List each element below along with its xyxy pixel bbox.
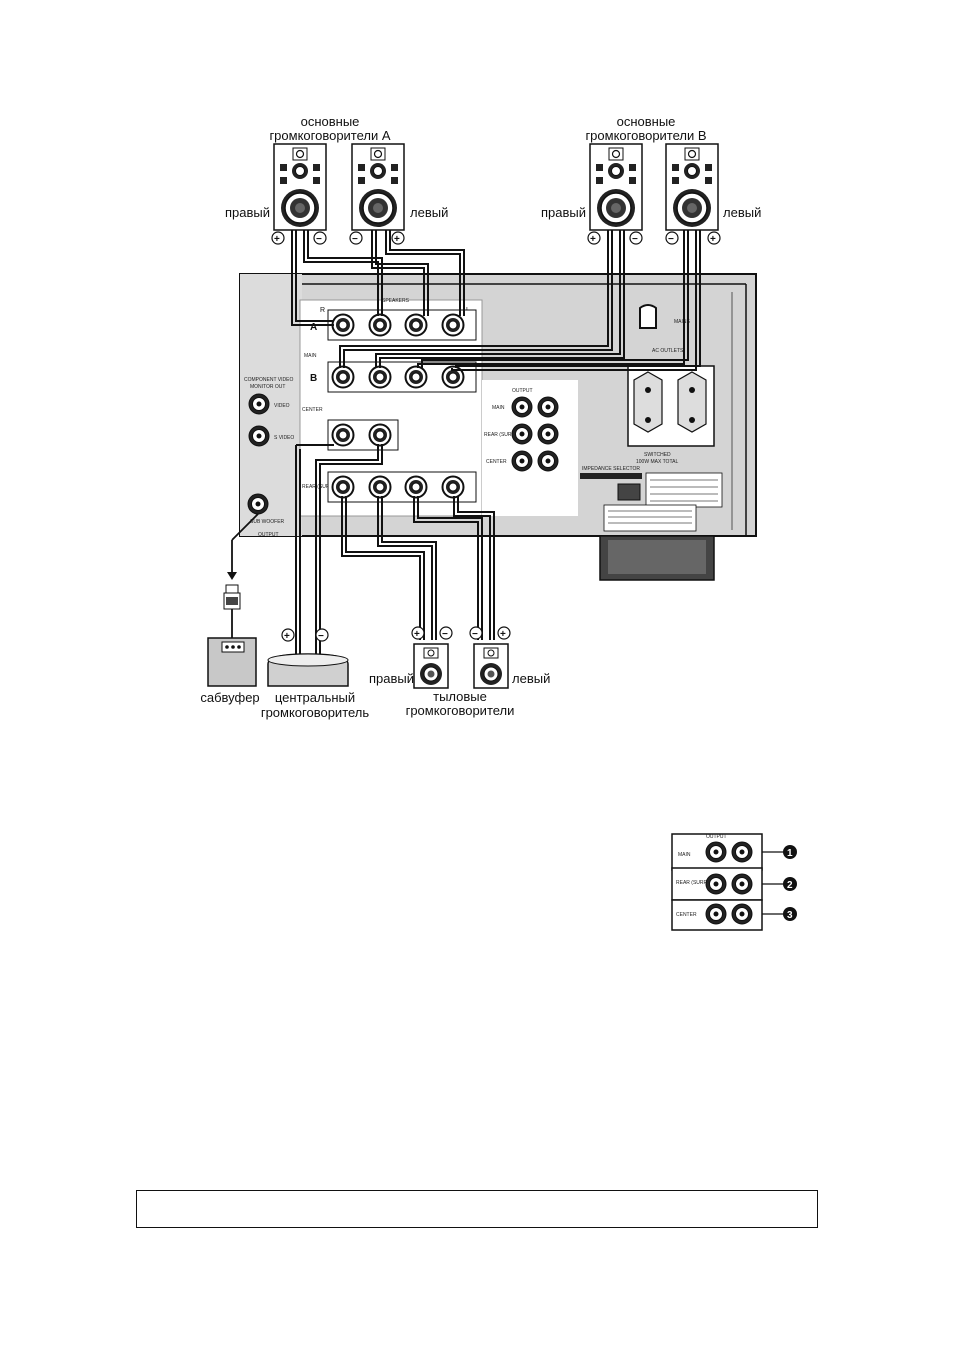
component-video-section: COMPONENT VIDEO MONITOR OUT VIDEO S VIDE…	[244, 377, 294, 538]
inset-output-text: OUTPUT	[706, 834, 727, 840]
wires-center	[295, 444, 383, 655]
rear-speaker-left: − +	[469, 626, 511, 689]
r-text: R	[320, 307, 325, 314]
svg-text:+: +	[710, 234, 716, 245]
speakers-text: SPEAKERS	[382, 298, 410, 304]
svg-text:−: −	[442, 629, 448, 640]
terminals-a	[327, 309, 477, 341]
mains-text: MAINS	[674, 319, 691, 325]
impedance-selector-text: IMPEDANCE SELECTOR	[582, 466, 640, 472]
svg-text:−: −	[632, 234, 638, 245]
main-a-title-line2: громкоговорители A	[269, 128, 391, 143]
inset-center-text: CENTER	[676, 912, 697, 918]
terminals-b	[327, 361, 477, 393]
ac-outlets-text: AC OUTLETS	[652, 348, 684, 354]
main-b-title-line2: громкоговорители B	[585, 128, 707, 143]
subwoofer-cable	[223, 513, 259, 640]
inset-main-text: MAIN	[678, 852, 691, 858]
main-b-right-label: правый	[540, 205, 586, 220]
subwoofer	[207, 637, 257, 687]
svg-text:+: +	[590, 234, 596, 245]
inset-n2: 2	[787, 880, 793, 891]
center-text: CENTER	[302, 407, 323, 413]
svg-text:−: −	[352, 234, 358, 245]
out-rear-text: REAR (SURROUND)	[484, 432, 532, 438]
sub-woofer-text: SUB WOOFER	[250, 519, 285, 525]
video-text: VIDEO	[274, 403, 290, 409]
rear-left-label: левый	[512, 671, 551, 686]
rear-surround-text: REAR (SURROUND)	[302, 484, 350, 490]
ac-outlets: MAINS AC OUTLETS SWITCHED 100W MAX TOTAL	[627, 304, 715, 465]
switched-text: SWITCHED	[644, 452, 671, 458]
terminals-rear	[327, 471, 477, 503]
out-center-text: CENTER	[486, 459, 507, 465]
main-a-left-label: левый	[410, 205, 449, 220]
center-speaker: + −	[267, 628, 349, 687]
impedance-selector: IMPEDANCE SELECTOR	[580, 466, 723, 532]
speaker-main-a-left	[351, 143, 405, 231]
svg-text:−: −	[668, 234, 674, 245]
inset-n3: 3	[787, 910, 793, 921]
speaker-main-a-right	[273, 143, 327, 231]
svg-text:+: +	[500, 629, 506, 640]
main-b-left-label: левый	[723, 205, 762, 220]
s-video-text: S VIDEO	[274, 435, 294, 441]
terminals-center	[327, 419, 399, 451]
sub-output-text: OUTPUT	[258, 532, 279, 538]
rear-speakers-label-line2: громкоговорители	[405, 703, 515, 718]
svg-text:+: +	[414, 629, 420, 640]
svg-text:−: −	[472, 629, 478, 640]
output-inset: OUTPUT MAIN REAR (SURROUND) CENTER 1 2 3	[671, 833, 797, 931]
b-text: B	[310, 373, 317, 384]
svg-text:+: +	[274, 234, 280, 245]
rear-speaker-right: + −	[411, 626, 453, 689]
output-jacks: OUTPUT MAIN REAR (SURROUND) CENTER	[484, 388, 559, 472]
out-main-text: MAIN	[492, 405, 505, 411]
speaker-main-b-right	[589, 143, 643, 231]
svg-text:+: +	[394, 234, 400, 245]
component-video-text: COMPONENT VIDEO	[244, 377, 293, 383]
main-a-title-line1: основные	[300, 114, 360, 129]
switched-max-text: 100W MAX TOTAL	[636, 459, 678, 465]
speaker-main-b-left	[665, 143, 719, 231]
subwoofer-label: сабвуфер	[200, 690, 260, 705]
monitor-out-text: MONITOR OUT	[250, 384, 285, 390]
rear-speakers-label-line1: тыловые	[433, 689, 487, 704]
wires-main-a	[291, 230, 465, 326]
inset-rear-text: REAR (SURROUND)	[676, 880, 724, 886]
center-speaker-label-line1: центральный	[274, 690, 356, 705]
center-speaker-label-line2: громкоговоритель	[260, 705, 370, 720]
wires-main-b	[339, 230, 701, 371]
main-text: MAIN	[304, 353, 317, 359]
svg-text:−: −	[316, 234, 322, 245]
wires-rear	[341, 496, 495, 640]
polarity-markers-front: + − − + + − − +	[271, 231, 721, 245]
output-text: OUTPUT	[512, 388, 533, 394]
inset-n1: 1	[787, 848, 793, 859]
note-box	[136, 1190, 818, 1228]
main-a-right-label: правый	[224, 205, 270, 220]
svg-text:+: +	[284, 631, 290, 642]
svg-text:−: −	[318, 631, 324, 642]
main-b-title-line1: основные	[616, 114, 676, 129]
a-text: A	[310, 322, 317, 333]
rear-right-label: правый	[368, 671, 414, 686]
